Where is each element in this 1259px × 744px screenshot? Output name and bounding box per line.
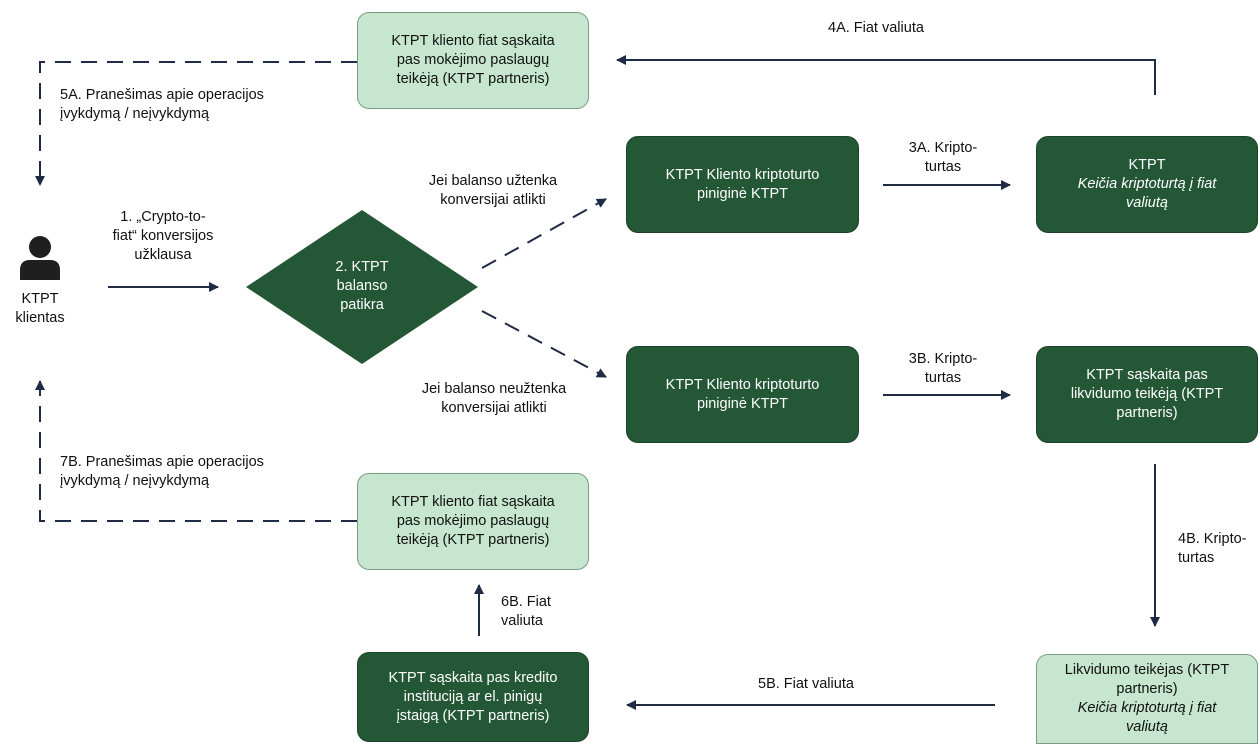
client-label-line1: KTPT [21, 291, 59, 307]
balance-check-label: 2. KTPT balanso patikra [300, 258, 424, 315]
request-line2: fiat“ konversijos [112, 228, 214, 244]
fiat-6b-label: 6B. Fiat valiuta [501, 593, 581, 631]
wallet-a-line2: piniginė KTPT [696, 185, 789, 202]
fiat-account-top-box: KTPT kliento fiat sąskaita pas mokėjimo … [357, 12, 589, 109]
credit-institution-box: KTPT sąskaita pas kredito instituciją ar… [357, 652, 589, 742]
if-not-enough-label: Jei balanso neužtenka konversijai atlikt… [400, 380, 588, 418]
notice-7b-line1: 7B. Pranešimas apie operacijos [60, 454, 264, 470]
fiat-5b-line1: 5B. Fiat valiuta [758, 676, 854, 692]
fiat-top-line2: pas mokėjimo paslaugų [396, 52, 550, 68]
wallet-a-line1: KTPT Kliento kriptoturto [665, 166, 820, 183]
arrow-if-enough [481, 198, 607, 269]
request-line3: užklausa [134, 247, 192, 263]
fiat-top-line3: teikėją (KTPT partneris) [396, 71, 550, 87]
liquidity-provider-line2: partneris) [1116, 681, 1178, 697]
crypto-3b-label: 3B. Kripto- turtas [888, 350, 998, 388]
liquidity-account-line3: partneris) [1116, 405, 1178, 421]
liquidity-provider-line1: Likvidumo teikėjas (KTPT [1064, 662, 1230, 678]
notice-5a-label: 5A. Pranešimas apie operacijos įvykdymą … [60, 86, 340, 124]
fiat-4a-line1: 4A. Fiat valiuta [828, 20, 924, 36]
if-enough-line1: Jei balanso užtenka [428, 173, 558, 189]
liquidity-provider-line3: Keičia kriptoturtą į fiat [1077, 700, 1217, 716]
if-not-enough-line2: konversijai atlikti [441, 400, 547, 416]
balance-check-line1: 2. KTPT [335, 259, 389, 275]
notice-7b-label: 7B. Pranešimas apie operacijos įvykdymą … [60, 453, 340, 491]
person-icon [20, 236, 60, 280]
crypto-4b-label: 4B. Kripto- turtas [1178, 530, 1258, 568]
balance-check-diamond [246, 210, 478, 364]
request-line1: 1. „Crypto-to- [120, 209, 206, 225]
liquidity-account-line2: likvidumo teikėją (KTPT [1070, 386, 1224, 402]
client-label: KTPT klientas [5, 290, 75, 328]
fiat-bottom-line1: KTPT kliento fiat sąskaita [391, 494, 555, 510]
notice-5a-line1: 5A. Pranešimas apie operacijos [60, 87, 264, 103]
fiat-account-bottom-box: KTPT kliento fiat sąskaita pas mokėjimo … [357, 473, 589, 570]
if-not-enough-line1: Jei balanso neužtenka [421, 381, 567, 397]
client-label-line2: klientas [15, 310, 65, 326]
arrow-7b [35, 380, 357, 522]
request-label: 1. „Crypto-to- fiat“ konversijos užklaus… [98, 208, 228, 265]
fiat-bottom-line3: teikėją (KTPT partneris) [396, 532, 550, 548]
ktpt-convert-line1: KTPT [1128, 157, 1166, 173]
ktpt-convert-line3: valiutą [1126, 195, 1168, 211]
crypto-3a-label: 3A. Kripto- turtas [888, 139, 998, 177]
crypto-3a-line1: 3A. Kripto- [908, 140, 978, 156]
ktpt-convert-box: KTPT Keičia kriptoturtą į fiat valiutą [1036, 136, 1258, 233]
arrow-5a [35, 61, 357, 186]
liquidity-provider-line4: valiutą [1126, 719, 1168, 735]
crypto-3b-line2: turtas [924, 370, 962, 386]
liquidity-account-line1: KTPT sąskaita pas [1086, 367, 1208, 383]
fiat-4a-label: 4A. Fiat valiuta [828, 19, 968, 38]
crypto-3b-line1: 3B. Kripto- [908, 351, 978, 367]
fiat-6b-line1: 6B. Fiat [501, 594, 551, 610]
wallet-b-line1: KTPT Kliento kriptoturto [665, 376, 820, 393]
crypto-3a-line2: turtas [924, 159, 962, 175]
fiat-bottom-line2: pas mokėjimo paslaugų [396, 513, 550, 529]
credit-institution-line1: KTPT sąskaita pas kredito [388, 669, 558, 686]
wallet-b-line2: piniginė KTPT [696, 395, 789, 412]
wallet-b-box: KTPT Kliento kriptoturto piniginė KTPT [626, 346, 859, 443]
fiat-6b-line2: valiuta [501, 613, 543, 629]
fiat-top-line1: KTPT kliento fiat sąskaita [391, 33, 555, 49]
ktpt-convert-line2: Keičia kriptoturtą į fiat [1077, 176, 1217, 192]
if-enough-line2: konversijai atlikti [440, 192, 546, 208]
credit-institution-line2: instituciją ar el. pinigų [403, 688, 543, 705]
if-enough-label: Jei balanso užtenka konversijai atlikti [407, 172, 579, 210]
crypto-4b-line1: 4B. Kripto- [1178, 531, 1247, 547]
balance-check-line2: balanso [336, 278, 388, 294]
liquidity-account-box: KTPT sąskaita pas likvidumo teikėją (KTP… [1036, 346, 1258, 443]
fiat-5b-label: 5B. Fiat valiuta [758, 675, 888, 694]
notice-7b-line2: įvykdymą / neįvykdymą [60, 473, 210, 489]
wallet-a-box: KTPT Kliento kriptoturto piniginė KTPT [626, 136, 859, 233]
credit-institution-line3: įstaigą (KTPT partneris) [396, 707, 550, 724]
notice-5a-line2: įvykdymą / neįvykdymą [60, 106, 210, 122]
crypto-4b-line2: turtas [1178, 550, 1215, 566]
liquidity-provider-box: Likvidumo teikėjas (KTPT partneris) Keič… [1036, 654, 1258, 744]
balance-check-line3: patikra [340, 297, 384, 313]
arrow-4a [616, 55, 1156, 95]
arrow-if-not-enough [481, 310, 607, 378]
